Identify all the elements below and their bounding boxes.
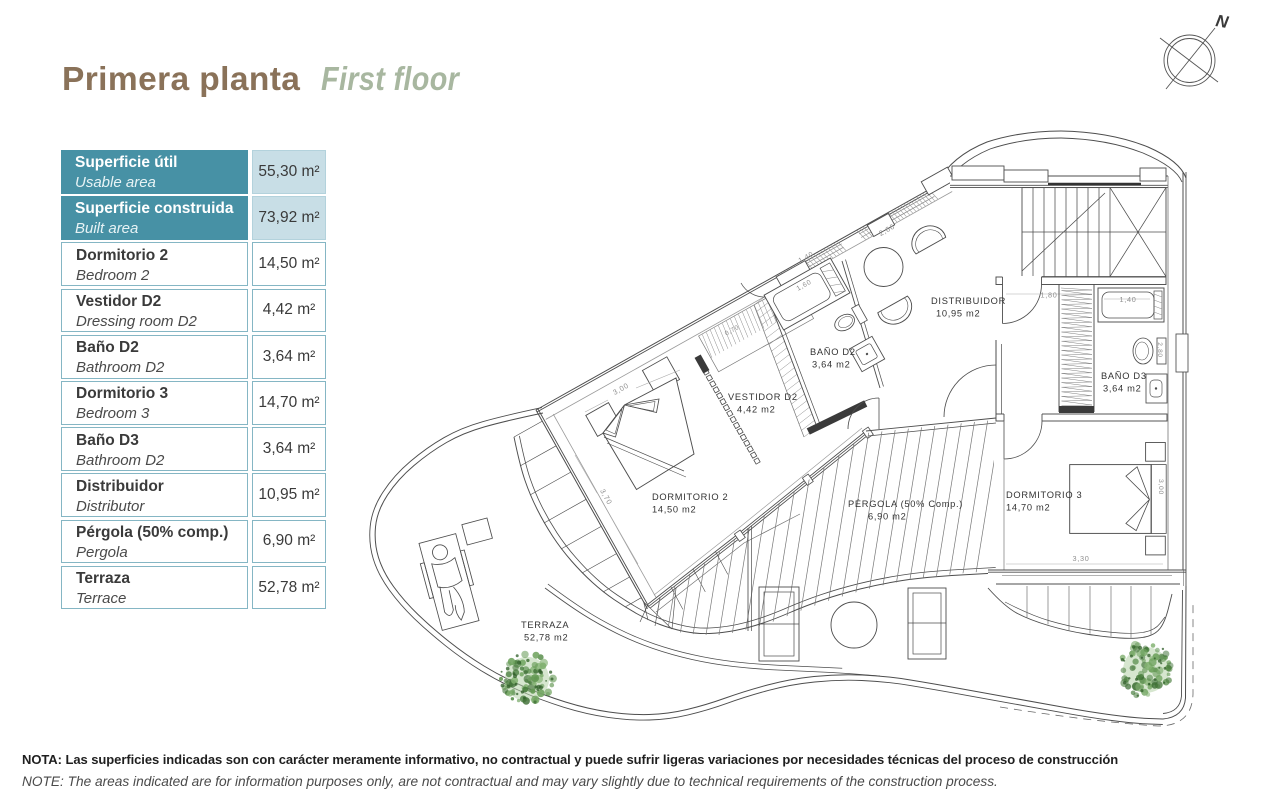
svg-text:3,00: 3,00 <box>1157 479 1164 495</box>
svg-text:10,95 m2: 10,95 m2 <box>936 309 980 319</box>
svg-text:3,64 m2: 3,64 m2 <box>1103 384 1142 394</box>
svg-text:3,70: 3,70 <box>598 487 614 506</box>
svg-text:6,90 m2: 6,90 m2 <box>868 512 907 522</box>
svg-text:14,50 m2: 14,50 m2 <box>652 505 696 515</box>
svg-text:3,30: 3,30 <box>1072 554 1089 563</box>
svg-text:BAÑO D3: BAÑO D3 <box>1101 371 1147 381</box>
svg-text:52,78 m2: 52,78 m2 <box>524 633 568 643</box>
svg-text:1,40: 1,40 <box>1119 295 1136 304</box>
svg-text:14,70 m2: 14,70 m2 <box>1006 503 1050 513</box>
svg-text:DISTRIBUIDOR: DISTRIBUIDOR <box>931 296 1006 306</box>
svg-text:1,80: 1,80 <box>1040 291 1057 300</box>
svg-text:DORMITORIO 2: DORMITORIO 2 <box>652 492 728 502</box>
svg-text:BAÑO D2: BAÑO D2 <box>810 347 856 357</box>
svg-text:4,42 m2: 4,42 m2 <box>737 405 776 415</box>
svg-text:PÉRGOLA (50% Comp.): PÉRGOLA (50% Comp.) <box>848 499 963 509</box>
svg-text:DORMITORIO 3: DORMITORIO 3 <box>1006 490 1082 500</box>
svg-text:N: N <box>1214 11 1230 32</box>
svg-text:VESTIDOR D2: VESTIDOR D2 <box>728 392 798 402</box>
svg-text:TERRAZA: TERRAZA <box>521 620 569 630</box>
svg-text:2,80: 2,80 <box>1156 342 1163 357</box>
svg-text:3,64 m2: 3,64 m2 <box>812 360 851 370</box>
svg-text:3,00: 3,00 <box>611 381 630 397</box>
